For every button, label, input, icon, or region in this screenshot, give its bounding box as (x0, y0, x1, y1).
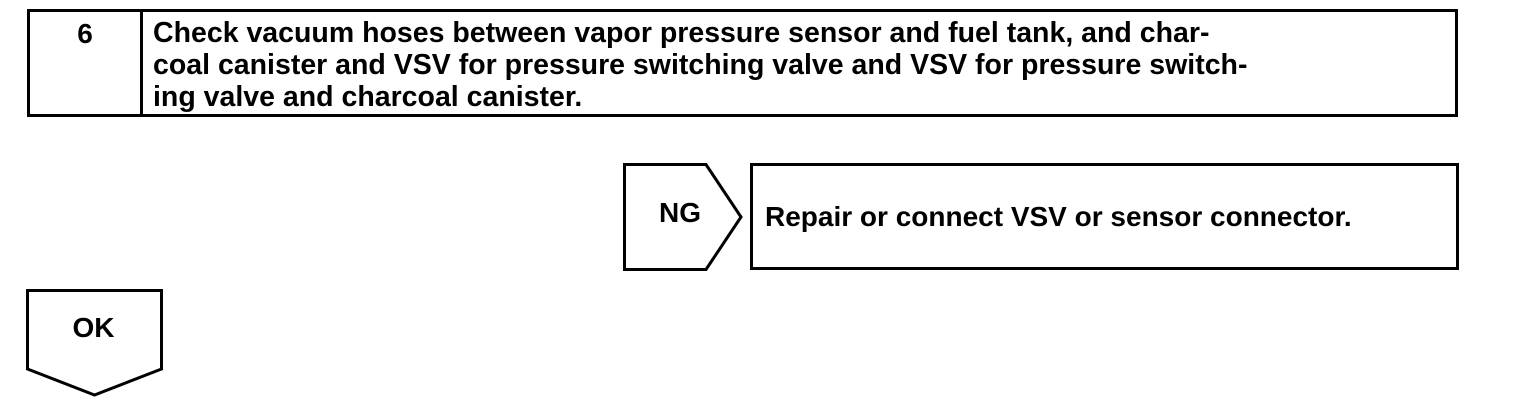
ng-arrow-shape (623, 163, 743, 271)
step-box: 6 Check vacuum hoses between vapor press… (27, 9, 1458, 117)
ng-result-text: Repair or connect VSV or sensor connecto… (765, 200, 1352, 232)
ok-arrow-shape (26, 289, 163, 397)
ng-label: NG (659, 197, 701, 228)
step-number: 6 (30, 12, 143, 114)
ng-result-box: Repair or connect VSV or sensor connecto… (750, 163, 1459, 270)
ok-label: OK (72, 312, 115, 343)
step-instruction: Check vacuum hoses between vapor pressur… (153, 17, 1248, 113)
